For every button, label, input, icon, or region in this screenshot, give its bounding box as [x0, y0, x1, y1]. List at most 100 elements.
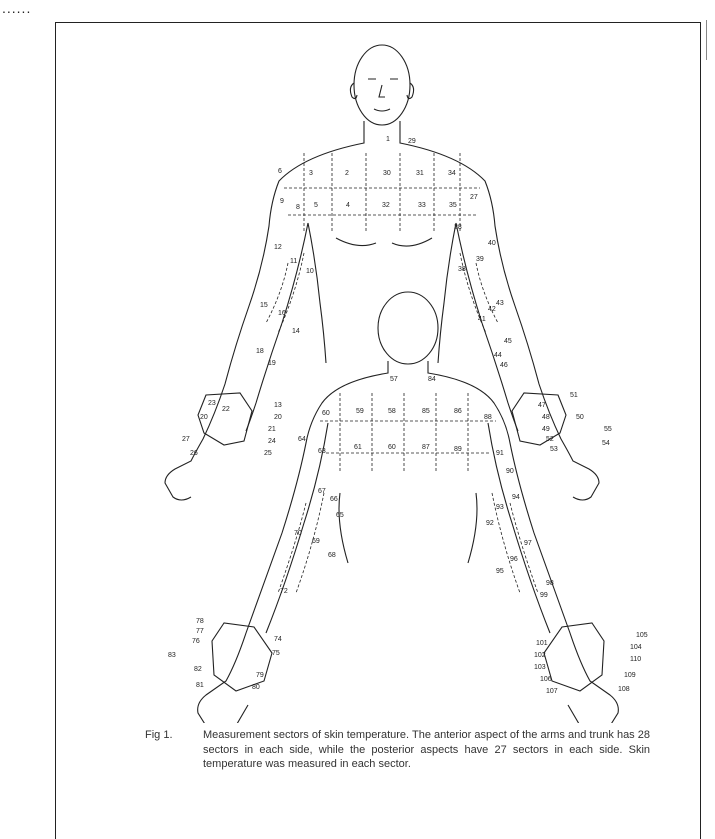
sector-label-18: 18 — [256, 348, 264, 355]
label-29: 29 — [408, 138, 416, 145]
sector-label-96: 96 — [510, 556, 518, 563]
sector-label-99: 99 — [540, 592, 548, 599]
sector-label-50: 50 — [576, 414, 584, 421]
sector-label-27: 27 — [182, 436, 190, 443]
sector-label-15: 15 — [260, 302, 268, 309]
sector-label-14: 14 — [292, 328, 300, 335]
back-head — [378, 292, 438, 364]
sector-label-60: 60 — [322, 410, 330, 417]
sector-label-44: 44 — [494, 352, 502, 359]
sector-label-32: 32 — [382, 202, 390, 209]
sector-label-66: 66 — [330, 496, 338, 503]
sector-label-90: 90 — [506, 468, 514, 475]
sector-label-61: 61 — [354, 444, 362, 451]
sector-label-68: 68 — [328, 552, 336, 559]
sector-label-75: 75 — [272, 650, 280, 657]
sector-label-45: 45 — [504, 338, 512, 345]
sector-label-74: 74 — [274, 636, 282, 643]
sector-label-48: 48 — [542, 414, 550, 421]
sector-label-30: 30 — [383, 170, 391, 177]
sector-label-42: 42 — [488, 306, 496, 313]
sector-label-55: 55 — [604, 426, 612, 433]
sector-label-46: 46 — [500, 362, 508, 369]
sector-label-25: 25 — [264, 450, 272, 457]
sector-label-94: 94 — [512, 494, 520, 501]
sector-label-91: 91 — [496, 450, 504, 457]
sector-label-20: 20 — [274, 414, 282, 421]
sector-label-85: 85 — [422, 408, 430, 415]
back-figure — [198, 292, 619, 723]
sector-label-105: 105 — [636, 632, 648, 639]
front-torso-outline — [165, 121, 364, 500]
sector-label-57: 57 — [390, 376, 398, 383]
back-torso-outline — [198, 361, 388, 723]
sector-label-31: 31 — [416, 170, 424, 177]
sector-label-82: 82 — [194, 666, 202, 673]
sector-label-19: 19 — [268, 360, 276, 367]
sector-label-6: 6 — [278, 168, 282, 175]
sector-label-67: 67 — [318, 488, 326, 495]
sector-label-106: 106 — [540, 676, 552, 683]
sector-label-104: 104 — [630, 644, 642, 651]
sector-label-43: 43 — [496, 300, 504, 307]
sector-label-4: 4 — [346, 202, 350, 209]
sector-label-64: 64 — [298, 436, 306, 443]
sector-label-77: 77 — [196, 628, 204, 635]
sector-label-52: 52 — [546, 436, 554, 443]
sector-label-40: 40 — [488, 240, 496, 247]
sector-label-97: 97 — [524, 540, 532, 547]
sector-label-103: 103 — [534, 664, 546, 671]
back-right-hand — [544, 623, 604, 691]
sector-label-35: 35 — [449, 202, 457, 209]
sector-label-81: 81 — [196, 682, 204, 689]
sector-label-8: 8 — [296, 204, 300, 211]
sector-label-110: 110 — [630, 656, 641, 663]
figure-caption: Fig 1. Measurement sectors of skin tempe… — [145, 728, 650, 772]
front-right-hand — [512, 393, 566, 445]
sector-label-27: 27 — [470, 194, 478, 201]
sector-label-22: 22 — [222, 406, 230, 413]
sector-label-13: 13 — [274, 402, 282, 409]
back-left-hand — [212, 623, 272, 691]
sector-label-108: 108 — [618, 686, 630, 693]
sector-label-54: 54 — [602, 440, 610, 447]
front-figure — [165, 45, 599, 500]
sector-label-60: 60 — [388, 444, 396, 451]
sector-label-53: 53 — [550, 446, 558, 453]
sector-label-24: 24 — [268, 438, 276, 445]
sector-label-80: 80 — [252, 684, 260, 691]
caption-tag: Fig 1. — [145, 728, 173, 743]
sector-label-39: 39 — [476, 256, 484, 263]
sector-label-88: 88 — [484, 414, 492, 421]
sector-label-78: 78 — [196, 618, 204, 625]
sector-label-16: 16 — [278, 310, 286, 317]
sector-label-79: 79 — [256, 672, 264, 679]
sector-label-20: 20 — [200, 414, 208, 421]
sector-label-76: 76 — [192, 638, 200, 645]
sector-label-93: 93 — [496, 504, 504, 511]
sector-label-70: 70 — [294, 530, 302, 537]
sector-label-58: 58 — [388, 408, 396, 415]
page-edge-rule — [706, 20, 707, 60]
label-1: 1 — [386, 136, 390, 143]
sector-label-3: 3 — [309, 170, 313, 177]
sector-label-72: 72 — [280, 588, 288, 595]
sector-label-84: 84 — [428, 376, 436, 383]
sector-label-2: 2 — [345, 170, 349, 177]
sector-label-9: 9 — [280, 198, 284, 205]
sector-label-87: 87 — [422, 444, 430, 451]
sector-label-109: 109 — [624, 672, 636, 679]
sector-label-59: 59 — [356, 408, 364, 415]
sector-label-26: 26 — [190, 450, 198, 457]
sector-label-33: 33 — [418, 202, 426, 209]
sector-label-47: 47 — [538, 402, 546, 409]
sector-label-28: 28 — [454, 224, 462, 231]
sector-label-49: 49 — [542, 426, 550, 433]
sector-label-83: 83 — [168, 652, 176, 659]
sector-label-69: 69 — [312, 538, 320, 545]
body-sector-diagram: 1 29 6 3 2 30 31 34 9 8 5 4 32 33 35 27 … — [56, 23, 700, 723]
sector-label-95: 95 — [496, 568, 504, 575]
sector-label-63: 63 — [318, 448, 326, 455]
sector-label-38: 38 — [458, 266, 466, 273]
sector-label-86: 86 — [454, 408, 462, 415]
